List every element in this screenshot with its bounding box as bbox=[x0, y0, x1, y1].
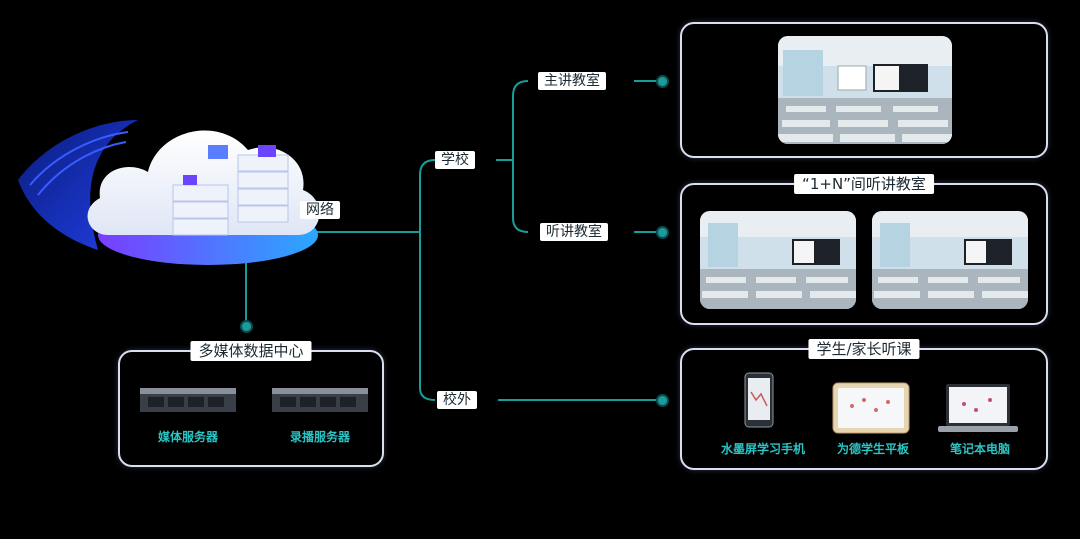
network-label: 网络 bbox=[300, 201, 340, 219]
listen-classroom-photo-2 bbox=[872, 211, 1028, 309]
server-label-recording: 录播服务器 bbox=[289, 430, 350, 444]
cloud-server-illustration bbox=[18, 120, 320, 265]
server-label-media: 媒体服务器 bbox=[157, 430, 218, 444]
offcampus-dot bbox=[658, 396, 667, 405]
main-classroom-dot bbox=[658, 77, 667, 86]
device-label-laptop: 笔记本电脑 bbox=[949, 442, 1010, 456]
datacenter-connector-dot bbox=[242, 322, 251, 331]
school-branch-line bbox=[512, 80, 529, 233]
phone-icon bbox=[744, 372, 774, 428]
school-label: 学校 bbox=[435, 151, 475, 169]
listen-classroom-photo-1 bbox=[700, 211, 856, 309]
student-parent-title: 学生/家长听课 bbox=[808, 339, 920, 359]
listen-classroom-label: 听讲教室 bbox=[540, 223, 608, 241]
datacenter-panel: 多媒体数据中心 媒体服务器 录播服务器 bbox=[118, 341, 384, 467]
main-classroom-panel bbox=[680, 22, 1048, 158]
device-label-phone: 水墨屏学习手机 bbox=[720, 442, 805, 456]
listen-classrooms-panel: “1+N”间听讲教室 bbox=[680, 174, 1048, 325]
media-server-icon bbox=[140, 388, 236, 412]
listen-classrooms-title: “1+N”间听讲教室 bbox=[794, 174, 934, 194]
main-classroom-label: 主讲教室 bbox=[538, 72, 606, 90]
main-classroom-photo bbox=[778, 36, 952, 144]
trunk-bottom-curve bbox=[419, 387, 436, 401]
student-parent-panel: 学生/家长听课 水墨屏学习手机 为德学生平板 笔记本电脑 bbox=[680, 339, 1048, 470]
datacenter-title: 多媒体数据中心 bbox=[190, 341, 312, 361]
offcampus-label: 校外 bbox=[437, 391, 477, 409]
laptop-icon bbox=[938, 384, 1018, 432]
tablet-icon bbox=[832, 382, 910, 434]
recording-server-icon bbox=[272, 388, 368, 412]
listen-classroom-dot bbox=[658, 228, 667, 237]
device-label-tablet: 为德学生平板 bbox=[836, 442, 909, 456]
trunk-top-curve bbox=[419, 159, 436, 176]
